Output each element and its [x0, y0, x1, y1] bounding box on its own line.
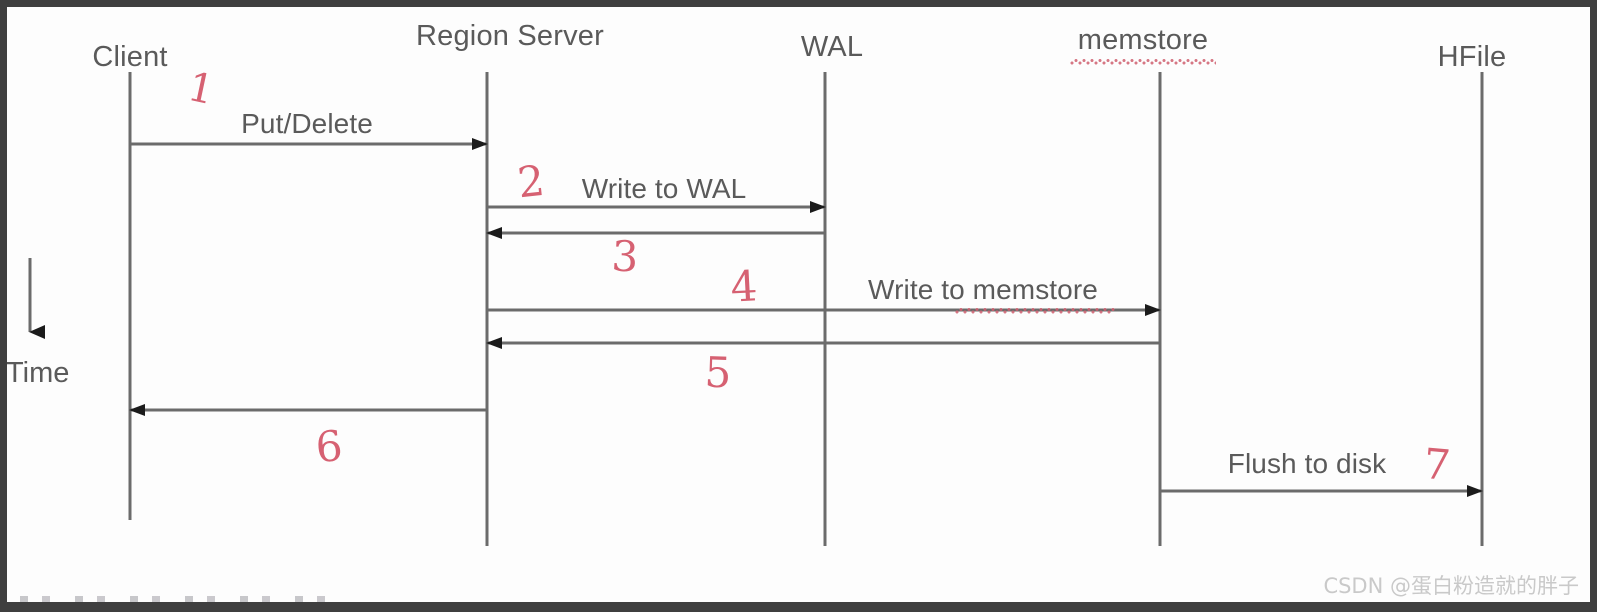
- step-number-3: 3: [610, 231, 640, 282]
- lifeline-label-hfile: HFile: [1437, 41, 1507, 73]
- spellcheck-underline-write-to-memstore: [955, 308, 1115, 314]
- lifeline-label-wal: WAL: [800, 31, 864, 63]
- frame-edge-bottom: [0, 602, 1597, 612]
- diagram-sheet: [7, 7, 1590, 602]
- clipped-text-bottom: [20, 596, 350, 602]
- message-label-write-to-memstore: Write to memstore: [868, 274, 1098, 305]
- frame-edge-right: [1590, 0, 1597, 612]
- lifeline-label-memstore: memstore: [1077, 24, 1209, 56]
- step-number-4: 4: [729, 261, 759, 312]
- lifeline-label-client: Client: [92, 41, 168, 73]
- step-number-7: 7: [1421, 438, 1453, 491]
- lifeline-label-region-server: Region Server: [416, 20, 604, 52]
- step-number-5: 5: [703, 347, 733, 398]
- frame-edge-left: [0, 0, 7, 612]
- step-number-2: 2: [515, 155, 547, 208]
- step-number-6: 6: [313, 420, 345, 473]
- message-label-put-delete: Put/Delete: [241, 108, 373, 139]
- frame-edge-top: [0, 0, 1597, 7]
- spellcheck-underline-memstore: [1070, 59, 1216, 65]
- time-axis-label: Time: [6, 357, 70, 389]
- message-label-flush-to-disk: Flush to disk: [1227, 448, 1387, 479]
- csdn-watermark: CSDN @蛋白粉造就的胖子: [1323, 574, 1579, 598]
- message-label-write-to-wal: Write to WAL: [581, 173, 747, 204]
